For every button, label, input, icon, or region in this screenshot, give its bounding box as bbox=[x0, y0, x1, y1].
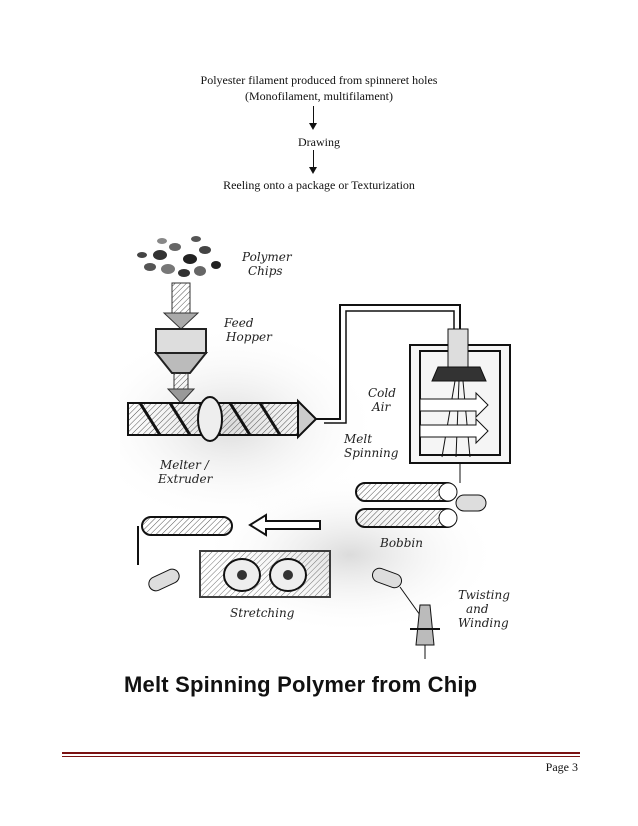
label-feed: Feed bbox=[223, 316, 254, 330]
label-polymer: Polymer bbox=[241, 250, 293, 264]
flow-step-3: Reeling onto a package or Texturization bbox=[223, 178, 415, 192]
label-and: and bbox=[466, 602, 489, 616]
winding-rolls bbox=[137, 516, 233, 592]
label-melt: Melt bbox=[343, 432, 372, 446]
flow-arrow-2 bbox=[309, 150, 317, 174]
flow-step-2: Drawing bbox=[298, 135, 340, 149]
flow-left-arrow bbox=[248, 513, 321, 537]
flow-step-1-line-1: Polyester filament produced from spinner… bbox=[200, 73, 438, 87]
label-extruder: Extruder bbox=[157, 472, 214, 486]
flow-arrow-1 bbox=[309, 106, 317, 130]
melter-extruder bbox=[127, 396, 318, 442]
label-melter: Melter / bbox=[159, 458, 211, 472]
label-air: Air bbox=[371, 400, 392, 414]
label-bobbin: Bobbin bbox=[379, 536, 423, 550]
label-spinning: Spinning bbox=[344, 446, 399, 460]
label-chips: Chips bbox=[248, 264, 283, 278]
melt-pipe bbox=[316, 304, 461, 424]
twisting-spindle bbox=[371, 567, 440, 659]
flow-step-1-line-2: (Monofilament, multifilament) bbox=[245, 89, 393, 103]
label-hopper: Hopper bbox=[225, 330, 273, 344]
footer-rule bbox=[62, 752, 580, 754]
label-stretching: Stretching bbox=[230, 606, 295, 620]
feed-hopper bbox=[153, 328, 209, 404]
label-cold: Cold bbox=[368, 386, 396, 400]
polymer-chips bbox=[137, 236, 221, 277]
flow-step-1: Polyester filament produced from spinner… bbox=[0, 72, 638, 104]
footer-rule-thin bbox=[62, 756, 580, 757]
spinning-chamber bbox=[409, 328, 511, 483]
page-number: Page 3 bbox=[545, 760, 578, 774]
melt-spinning-diagram: Polymer Chips Feed Hopper Cold Air Melt … bbox=[120, 236, 511, 659]
label-twisting: Twisting bbox=[458, 588, 510, 602]
bobbin-rollers bbox=[355, 482, 487, 528]
label-winding: Winding bbox=[458, 616, 509, 630]
figure-caption: Melt Spinning Polymer from Chip bbox=[124, 672, 478, 697]
feed-arrow bbox=[162, 282, 200, 330]
stretching-frame bbox=[199, 550, 331, 598]
